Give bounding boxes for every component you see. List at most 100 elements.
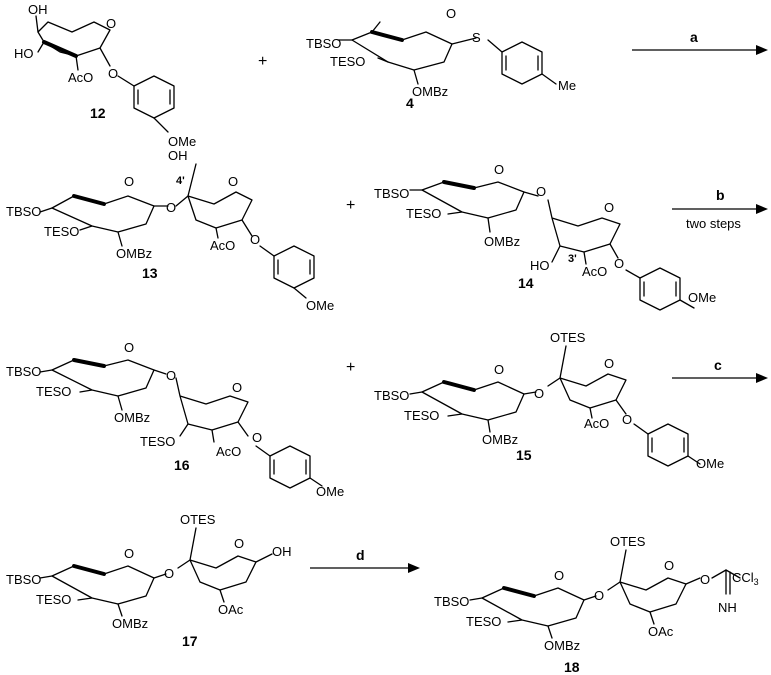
- label-15-tbso: TBSO: [374, 388, 409, 403]
- compound-number-16: 16: [174, 457, 190, 473]
- label-18-tbso: TBSO: [434, 594, 469, 609]
- label-17-oac: OAc: [218, 602, 244, 617]
- label-15-ombz: OMBz: [482, 432, 518, 447]
- label-16-ombz: OMBz: [114, 410, 150, 425]
- compound-14: TBSO TESO OMBz O O HO 3' AcO O O OMe 14: [374, 162, 716, 311]
- label-4-ombz: OMBz: [412, 84, 448, 99]
- label-14-ho: HO: [530, 258, 550, 273]
- label-13-ring-o2: O: [228, 174, 238, 189]
- label-17-ombz: OMBz: [112, 616, 148, 631]
- label-14-teso: TESO: [406, 206, 441, 221]
- label-16-ome: OMe: [316, 484, 344, 499]
- plus-sign: +: [346, 197, 355, 214]
- compound-4: TBSO TESO OMBz O S Me 4: [306, 6, 576, 111]
- arrow-step-a: a: [632, 29, 768, 55]
- label-16-teso: TESO: [36, 384, 71, 399]
- label-12-ome: OMe: [168, 134, 196, 149]
- step-c-label: c: [714, 357, 722, 373]
- compound-13: TBSO TESO OMBz O O OH 4' AcO O O OMe 13: [6, 148, 334, 313]
- label-17-ring-o2: O: [234, 536, 244, 551]
- label-16-o-link: O: [166, 368, 176, 383]
- label-13-ring-o: O: [124, 174, 134, 189]
- label-18-teso: TESO: [466, 614, 501, 629]
- label-18-otes: OTES: [610, 534, 646, 549]
- step-a-label: a: [690, 29, 698, 45]
- label-13-o-ar: O: [250, 232, 260, 247]
- label-12-ring-o: O: [106, 16, 116, 31]
- label-16-ring-o2: O: [232, 380, 242, 395]
- label-15-o-ar: O: [622, 412, 632, 427]
- compound-number-14: 14: [518, 275, 534, 291]
- locant-13-4prime: 4': [176, 175, 185, 187]
- label-4-s: S: [472, 30, 481, 45]
- label-14-ring-o2: O: [604, 200, 614, 215]
- compound-number-12: 12: [90, 105, 106, 121]
- label-4-ring-o: O: [446, 6, 456, 21]
- label-18-ring-o: O: [554, 568, 564, 583]
- label-4-tbso: TBSO: [306, 36, 341, 51]
- label-14-o-link: O: [536, 184, 546, 199]
- label-12-aco: AcO: [68, 70, 93, 85]
- label-16-ring-o: O: [124, 340, 134, 355]
- label-17-ring-o: O: [124, 546, 134, 561]
- arrow-step-b: b two steps: [672, 187, 768, 231]
- label-15-ring-o2: O: [604, 356, 614, 371]
- label-15-teso: TESO: [404, 408, 439, 423]
- step-d-label: d: [356, 547, 365, 563]
- plus-sign: +: [258, 53, 267, 70]
- arrow-step-d: d: [310, 547, 420, 573]
- label-13-teso: TESO: [44, 224, 79, 239]
- label-14-ombz: OMBz: [484, 234, 520, 249]
- label-13-ombz: OMBz: [116, 246, 152, 261]
- locant-14-3prime: 3': [568, 253, 577, 265]
- label-14-ome: OMe: [688, 290, 716, 305]
- compound-number-4: 4: [406, 95, 414, 111]
- compound-number-15: 15: [516, 447, 532, 463]
- compound-number-13: 13: [142, 265, 158, 281]
- label-14-tbso: TBSO: [374, 186, 409, 201]
- compound-number-18: 18: [564, 659, 580, 675]
- label-17-o-link: O: [164, 566, 174, 581]
- label-17-otes: OTES: [180, 512, 216, 527]
- label-12-oh: OH: [28, 2, 48, 17]
- label-13-o-link: O: [166, 200, 176, 215]
- label-15-ring-o: O: [494, 362, 504, 377]
- compound-16: TBSO TESO OMBz O O TESO AcO O O OMe 16: [6, 340, 344, 499]
- label-14-o-ar: O: [614, 256, 624, 271]
- arrow-step-c: c: [672, 357, 768, 383]
- label-4-me: Me: [558, 78, 576, 93]
- label-16-aco: AcO: [216, 444, 241, 459]
- label-13-aco: AcO: [210, 238, 235, 253]
- label-13-ome: OMe: [306, 298, 334, 313]
- compound-12: OH HO AcO O O OMe 12: [14, 2, 196, 149]
- step-b-label: b: [716, 187, 725, 203]
- label-17-teso: TESO: [36, 592, 71, 607]
- label-17-oh: OH: [272, 544, 292, 559]
- label-14-ring-o: O: [494, 162, 504, 177]
- label-17-tbso: TBSO: [6, 572, 41, 587]
- label-12-o-link: O: [108, 66, 118, 81]
- label-18-o-imid: O: [700, 572, 710, 587]
- label-18-ombz: OMBz: [544, 638, 580, 653]
- step-b-condition: two steps: [686, 216, 741, 231]
- label-15-aco: AcO: [584, 416, 609, 431]
- label-12-ho: HO: [14, 46, 34, 61]
- label-18-nh: NH: [718, 600, 737, 615]
- label-15-otes: OTES: [550, 330, 586, 345]
- compound-number-17: 17: [182, 633, 198, 649]
- label-14-aco: AcO: [582, 264, 607, 279]
- label-18-o-link: O: [594, 588, 604, 603]
- compound-17: TBSO TESO OMBz O O OTES OAc O OH 17: [6, 512, 292, 649]
- compound-15: TBSO TESO OMBz O O OTES AcO O O OMe 15: [374, 330, 724, 471]
- compound-18: TBSO TESO OMBz O O OTES OAc O O CCl3 NH …: [434, 534, 759, 675]
- label-16-tbso: TBSO: [6, 364, 41, 379]
- label-18-ring-o2: O: [664, 558, 674, 573]
- plus-sign: +: [346, 359, 355, 376]
- label-4-teso: TESO: [330, 54, 365, 69]
- label-16-teso2: TESO: [140, 434, 175, 449]
- label-13-oh: OH: [168, 148, 188, 163]
- label-16-o-ar: O: [252, 430, 262, 445]
- label-15-o-link: O: [534, 386, 544, 401]
- label-18-ccl3: CCl3: [732, 570, 759, 587]
